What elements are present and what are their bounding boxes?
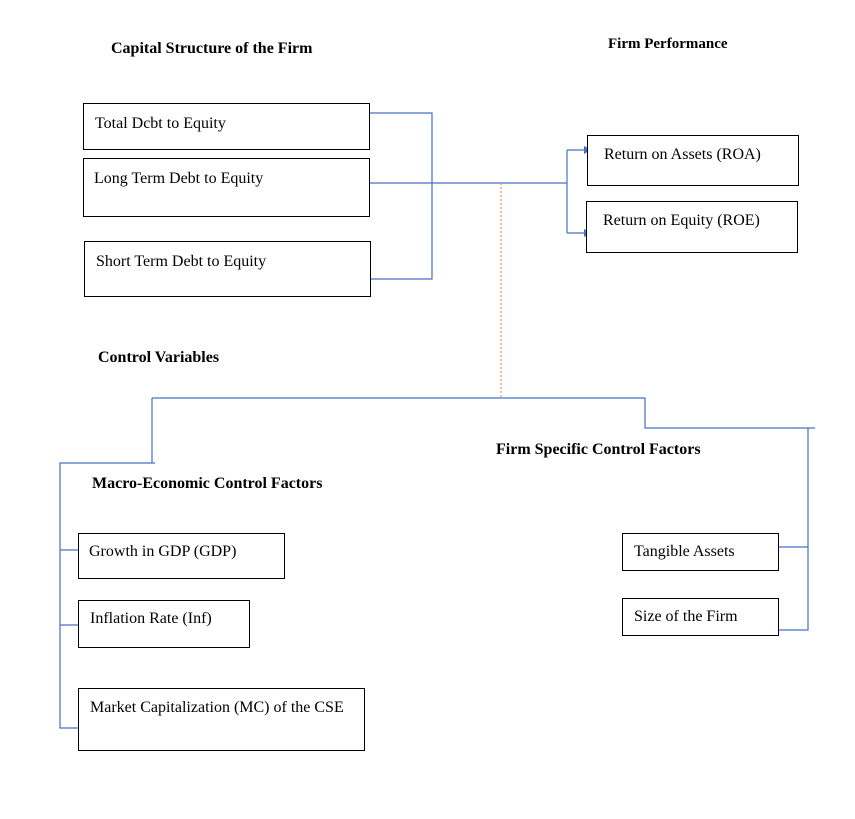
market-capitalization-box: Market Capitalization (MC) of the CSE: [78, 688, 365, 751]
box-label: Inflation Rate (Inf): [90, 610, 212, 627]
roe-box: Return on Equity (ROE): [586, 201, 798, 253]
control-variables-bar: [152, 397, 815, 429]
inflation-rate-box: Inflation Rate (Inf): [78, 600, 250, 648]
short-term-debt-to-equity-box: Short Term Debt to Equity: [84, 241, 371, 297]
box-label: Market Capitalization (MC) of the CSE: [90, 699, 344, 716]
roa-box: Return on Assets (ROA): [587, 135, 799, 186]
capital-structure-bracket: [370, 112, 433, 280]
box-label: Tangible Assets: [634, 543, 735, 560]
box-label: Return on Assets (ROA): [604, 146, 761, 163]
size-of-firm-box: Size of the Firm: [622, 598, 779, 636]
firm-specific-heading: Firm Specific Control Factors: [496, 441, 701, 458]
control-variables-heading: Control Variables: [98, 349, 220, 366]
box-label: Return on Equity (ROE): [603, 212, 760, 229]
box-label: Total Dcbt to Equity: [95, 115, 226, 132]
firm-specific-bracket: [778, 428, 809, 631]
box-label: Short Term Debt to Equity: [96, 253, 267, 270]
total-debt-to-equity-box: Total Dcbt to Equity: [83, 103, 370, 150]
macro-economic-heading: Macro-Economic Control Factors: [92, 475, 323, 492]
box-label: Growth in GDP (GDP): [89, 543, 237, 560]
capital-structure-heading: Capital Structure of the Firm: [111, 40, 313, 57]
box-label: Long Term Debt to Equity: [94, 170, 264, 187]
box-label: Size of the Firm: [634, 608, 738, 625]
gdp-growth-box: Growth in GDP (GDP): [78, 533, 285, 579]
firm-performance-heading: Firm Performance: [608, 36, 728, 52]
macro-bracket: [59, 462, 155, 729]
tangible-assets-box: Tangible Assets: [622, 533, 779, 571]
long-term-debt-to-equity-box: Long Term Debt to Equity: [83, 158, 370, 217]
